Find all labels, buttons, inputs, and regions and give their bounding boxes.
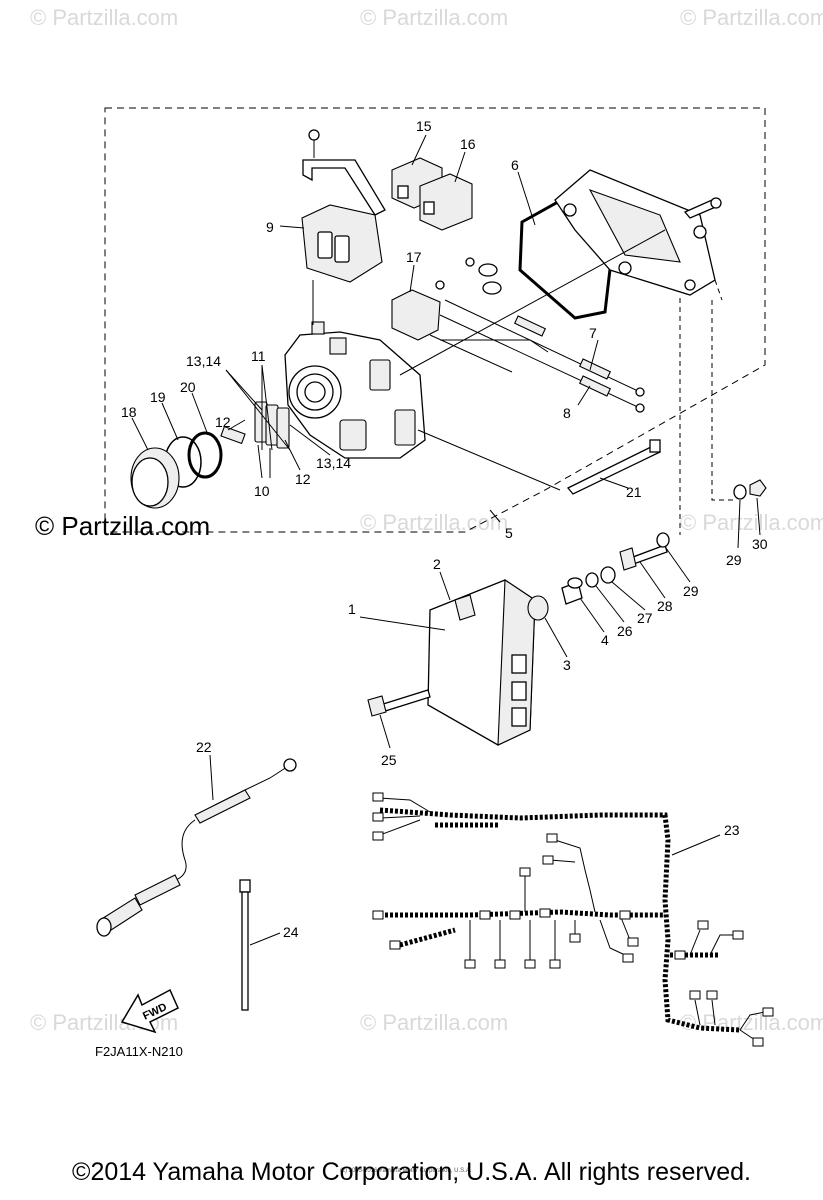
assembly-boundary: [104, 107, 766, 533]
callout-5: 5: [505, 525, 513, 541]
callout-18: 18: [121, 404, 137, 420]
housing-assembly: [130, 129, 722, 509]
callout-25: 25: [381, 752, 397, 768]
tiny-notice: (c) 2005-2016 Yamaha Motor Corporation, …: [340, 1168, 472, 1174]
callout-labels: 1 2 3 4 5 6 7 8 9 10 11 12 12 13,14 13,1…: [121, 118, 768, 940]
fwd-arrow: FWD: [120, 988, 179, 1034]
copyright-notice: ©2014 Yamaha Motor Corporation, U.S.A. A…: [72, 1158, 751, 1186]
watermark: © Partzilla.com: [680, 5, 823, 30]
callout-16: 16: [460, 136, 476, 152]
callout-30: 30: [752, 536, 768, 552]
callout-3: 3: [563, 657, 571, 673]
callout-23: 23: [724, 822, 740, 838]
watermark-group: © Partzilla.com © Partzilla.com © Partzi…: [30, 5, 823, 1035]
callout-29a: 29: [683, 583, 699, 599]
ecu-assembly: [367, 479, 767, 746]
callout-28: 28: [657, 598, 673, 614]
callout-1: 1: [348, 601, 356, 617]
callout-19: 19: [150, 389, 166, 405]
callout-21: 21: [626, 484, 642, 500]
watermark: © Partzilla.com: [680, 510, 823, 535]
callout-26: 26: [617, 623, 633, 639]
watermark-strong: © Partzilla.com: [35, 511, 210, 541]
callout-8: 8: [563, 405, 571, 421]
leader-lines: [131, 134, 761, 946]
callout-10: 10: [254, 483, 270, 499]
callout-13-14a: 13,14: [186, 353, 221, 369]
callout-12b: 12: [295, 471, 311, 487]
callout-22: 22: [196, 739, 212, 755]
callout-24: 24: [283, 924, 299, 940]
callout-7: 7: [589, 325, 597, 341]
watermark: © Partzilla.com: [680, 1010, 823, 1035]
callout-29b: 29: [726, 552, 742, 568]
watermark: © Partzilla.com: [360, 510, 508, 535]
callout-13-14b: 13,14: [316, 455, 351, 471]
callout-27: 27: [637, 610, 653, 626]
callout-17: 17: [406, 249, 422, 265]
callout-11: 11: [251, 348, 266, 364]
callout-4: 4: [601, 632, 609, 648]
callout-6: 6: [511, 157, 519, 173]
watermark: © Partzilla.com: [30, 5, 178, 30]
callout-2: 2: [433, 556, 441, 572]
harness-assembly: [96, 758, 774, 1047]
watermark: © Partzilla.com: [360, 5, 508, 30]
callout-20: 20: [180, 379, 196, 395]
callout-9: 9: [266, 219, 274, 235]
callout-15: 15: [416, 118, 432, 134]
diagram-code: F2JA11X-N210: [95, 1044, 183, 1059]
watermark: © Partzilla.com: [360, 1010, 508, 1035]
callout-12a: 12: [215, 414, 231, 430]
